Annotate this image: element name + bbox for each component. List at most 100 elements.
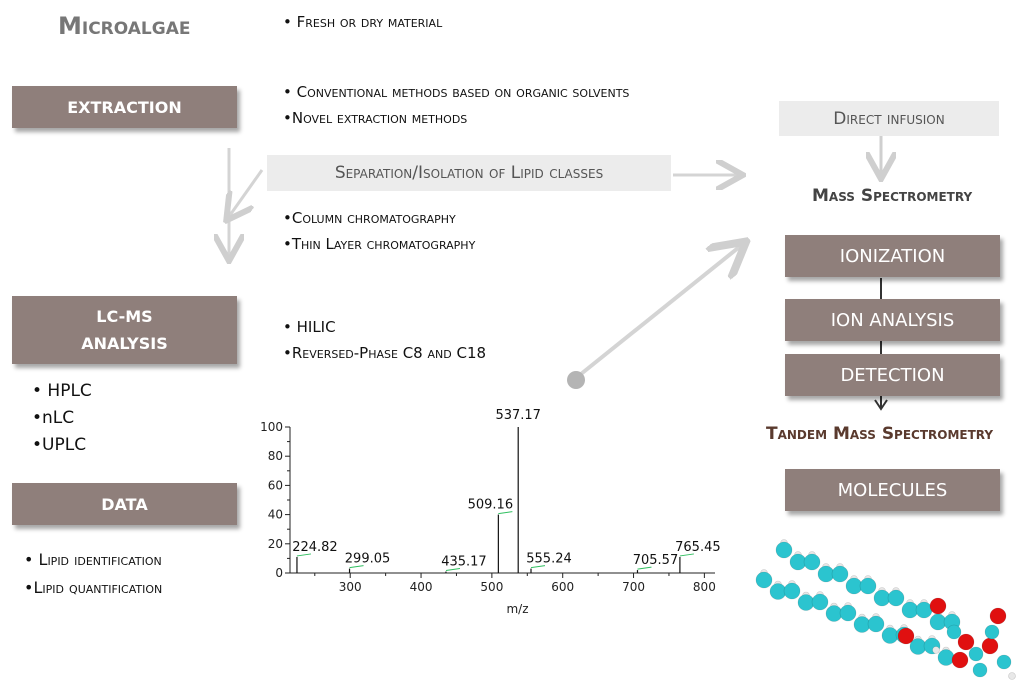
carbon-atom <box>901 601 919 619</box>
oxygen-atom <box>989 607 1007 625</box>
arrow-origin-dot <box>567 371 585 389</box>
carbon-atom <box>972 662 988 678</box>
carbon-atom <box>811 593 829 611</box>
y-tick-label: 40 <box>268 508 283 522</box>
carbon-atom <box>783 582 801 600</box>
hydrogen-atom <box>1008 672 1016 680</box>
page-title: Microalgae <box>58 12 191 40</box>
carbon-atom <box>775 541 793 559</box>
detection-box: DETECTION <box>785 354 1000 396</box>
list-item: • HPLC <box>32 381 92 401</box>
list-item: •Lipid quantification <box>24 578 163 597</box>
mass-spectrometry-label: Mass Spectrometry <box>812 186 973 206</box>
y-tick-label: 100 <box>260 420 283 434</box>
carbon-atom <box>929 613 947 631</box>
tandem-ms-label: Tandem Mass Spectrometry <box>766 424 994 444</box>
carbon-atom <box>755 571 773 589</box>
hplc-list: • HPLC •nLC •UPLC <box>32 378 92 459</box>
list-item: •nLC <box>32 408 75 428</box>
list-item: •Column chromatography <box>283 209 456 227</box>
carbon-atom <box>803 553 821 571</box>
hydrogen-atom <box>932 646 940 654</box>
extraction-methods-list: • Conventional methods based on organic … <box>283 79 629 131</box>
oxygen-atom <box>957 633 975 651</box>
carbon-atom <box>996 654 1012 670</box>
carbon-atom <box>867 615 885 633</box>
y-tick-label: 20 <box>268 537 283 551</box>
carbon-atom <box>887 589 905 607</box>
diagonal-arrow-left <box>228 169 264 218</box>
list-item: •UPLC <box>32 435 87 455</box>
separation-label: Separation/Isolation of Lipid classes <box>334 163 604 183</box>
peak-label: 705.57 <box>633 553 679 568</box>
list-item: • HILIC <box>283 318 336 336</box>
carbon-atom <box>825 605 843 622</box>
ion-analysis-box: ION ANALYSIS <box>785 299 1000 341</box>
ionization-box: IONIZATION <box>785 235 1000 277</box>
detection-label: DETECTION <box>840 364 945 386</box>
carbon-atom <box>937 649 955 666</box>
x-tick-label: 700 <box>622 580 645 594</box>
carbon-atom <box>839 604 857 622</box>
oxygen-atom <box>951 651 969 669</box>
lipid-molecule-image <box>755 539 1016 680</box>
carbon-atom <box>881 627 899 644</box>
material-list: • Fresh or dry material <box>283 9 442 35</box>
list-item: • Lipid identification <box>24 550 162 569</box>
list-item: • Conventional methods based on organic … <box>283 83 630 101</box>
peak-label: 555.24 <box>526 552 572 567</box>
x-tick-label: 600 <box>551 580 574 594</box>
x-tick-label: 300 <box>339 580 362 594</box>
data-label: DATA <box>101 494 148 514</box>
extraction-label: EXTRACTION <box>67 97 182 117</box>
peak-marker <box>637 566 652 570</box>
peak-label: 299.05 <box>345 552 391 567</box>
molecules-box: MOLECULES <box>785 469 1000 511</box>
oxygen-atom <box>897 627 915 645</box>
peak-marker <box>530 565 546 569</box>
peak-label: 224.82 <box>292 540 338 555</box>
y-tick-label: 60 <box>268 478 283 492</box>
detection-arrowhead <box>874 399 888 411</box>
peak-marker <box>679 553 694 557</box>
carbon-atom <box>831 565 849 583</box>
carbon-atom <box>968 646 984 662</box>
data-box: DATA <box>12 483 237 525</box>
carbon-atom <box>946 624 962 640</box>
peak-label: 435.17 <box>441 555 487 570</box>
oxygen-atom <box>981 637 999 655</box>
x-tick-label: 400 <box>410 580 433 594</box>
x-tick-label: 800 <box>693 580 716 594</box>
peak-label: 765.45 <box>675 540 721 555</box>
ionization-label: IONIZATION <box>839 245 946 267</box>
list-item: •Novel extraction methods <box>283 109 468 127</box>
carbon-atom <box>817 565 835 583</box>
peak-marker <box>349 565 364 569</box>
data-list: • Lipid identification •Lipid quantifica… <box>24 546 162 602</box>
carbon-atom <box>797 594 815 611</box>
peak-marker <box>498 511 513 515</box>
carbon-atom <box>853 616 871 633</box>
x-axis-label: m/z <box>506 602 528 616</box>
carbon-atom <box>915 601 933 619</box>
list-item: •Thin Layer chromatography <box>283 235 476 253</box>
oxygen-atom <box>929 597 947 615</box>
peak-marker <box>445 568 461 572</box>
separation-box: Separation/Isolation of Lipid classes <box>267 155 671 191</box>
carbon-atom <box>873 589 891 607</box>
lcms-analysis-label: LC-MS ANALYSIS <box>81 307 168 353</box>
peak-label: 537.17 <box>495 408 541 423</box>
lc-methods-list: • HILIC •Reversed-Phase C8 and C18 <box>283 314 486 366</box>
list-item: •Reversed-Phase C8 and C18 <box>283 344 487 362</box>
molecules-label: MOLECULES <box>837 479 948 501</box>
extraction-box: EXTRACTION <box>12 86 237 128</box>
carbon-atom <box>789 553 807 571</box>
diagonal-arrow-up <box>574 244 743 380</box>
carbon-atom <box>984 624 1000 640</box>
direct-infusion-box: Direct infusion <box>779 101 999 136</box>
carbon-atom <box>859 577 877 595</box>
carbon-atom <box>845 577 863 595</box>
y-tick-label: 80 <box>268 449 283 463</box>
ion-analysis-label: ION ANALYSIS <box>830 309 955 331</box>
